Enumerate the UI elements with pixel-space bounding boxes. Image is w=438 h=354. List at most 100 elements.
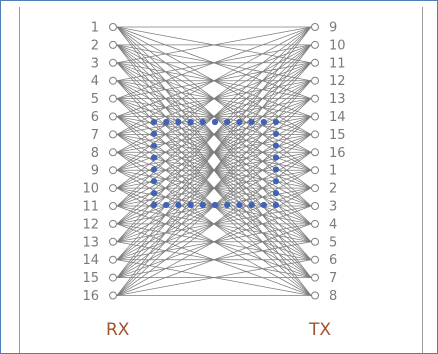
right-pin: 1 — [311, 164, 337, 179]
right-pin-label: 10 — [329, 38, 346, 53]
border-dot — [150, 154, 158, 161]
border-dot — [187, 201, 194, 209]
right-pin: 16 — [311, 146, 346, 161]
border-dot — [150, 190, 158, 197]
left-pin-label: 4 — [91, 74, 99, 89]
right-pin-label: 12 — [329, 74, 346, 89]
left-terminal-icon — [109, 291, 117, 300]
left-pin: 1 — [91, 21, 117, 36]
left-terminal-icon — [109, 255, 117, 264]
left-pin-label: 5 — [91, 92, 99, 107]
left-terminal-icon — [109, 94, 117, 103]
left-terminal-icon — [109, 76, 117, 85]
left-pin-label: 16 — [82, 289, 99, 304]
right-pin: 7 — [311, 271, 337, 286]
border-dot — [224, 201, 231, 209]
left-pin-label: 11 — [82, 200, 99, 215]
left-pin: 8 — [91, 146, 117, 161]
left-pin: 16 — [82, 289, 117, 304]
right-terminal-icon — [311, 237, 319, 246]
border-dot — [236, 201, 243, 209]
border-dot — [150, 130, 158, 137]
wire — [116, 26, 312, 64]
left-terminal-icon — [109, 237, 117, 246]
right-pin-label: 7 — [329, 271, 337, 286]
right-pin: 15 — [311, 128, 346, 143]
border-dot — [248, 201, 255, 209]
left-terminal-icon — [109, 202, 117, 210]
right-terminal-icon — [311, 202, 319, 210]
left-pin: 11 — [82, 200, 117, 215]
wire — [116, 26, 312, 171]
border-dot — [150, 118, 158, 126]
border-dot — [272, 130, 280, 137]
right-terminal-icon — [311, 273, 319, 282]
right-pin-label: 4 — [329, 217, 337, 232]
border-dot — [187, 118, 194, 126]
border-dot — [236, 118, 243, 126]
right-pin-label: 11 — [329, 56, 346, 71]
left-pin: 14 — [82, 253, 117, 268]
dot-border-group — [150, 118, 280, 209]
left-terminal-icon — [109, 130, 117, 139]
right-terminal-icon — [311, 94, 319, 103]
wire — [116, 26, 312, 99]
left-pin-label: 9 — [91, 164, 99, 179]
right-pin-label: 15 — [329, 128, 346, 143]
left-pin-label: 13 — [82, 235, 99, 250]
right-pin: 14 — [311, 110, 346, 125]
border-dot — [211, 118, 219, 126]
left-pin: 12 — [82, 217, 117, 232]
border-dot — [150, 201, 158, 209]
border-dot — [272, 178, 280, 185]
left-terminal-icon — [109, 273, 117, 282]
right-terminal-icon — [311, 112, 319, 121]
right-pin: 12 — [311, 74, 346, 89]
left-pin-label: 6 — [91, 110, 99, 125]
border-dot — [150, 166, 158, 173]
left-pin-label: 14 — [82, 253, 99, 268]
border-dot — [224, 118, 231, 126]
right-pin: 4 — [311, 217, 337, 232]
wire — [116, 223, 312, 296]
rx-label: RX — [106, 320, 130, 340]
border-dot — [272, 166, 280, 173]
border-dot — [272, 190, 280, 197]
right-terminal-icon — [311, 166, 319, 175]
border-dot — [211, 201, 219, 209]
wire — [116, 26, 312, 207]
left-pin-label: 3 — [91, 56, 99, 71]
wire — [116, 80, 312, 296]
right-terminal-icon — [311, 76, 319, 85]
left-terminal-icon — [109, 23, 117, 31]
left-terminal-icon — [109, 58, 117, 67]
border-dot — [175, 118, 182, 126]
right-pin-label: 14 — [329, 110, 346, 125]
left-pin-label: 7 — [91, 128, 99, 143]
wire — [116, 26, 312, 278]
left-pin: 6 — [91, 110, 117, 125]
right-terminal-icon — [311, 219, 319, 228]
left-pin-label: 1 — [91, 21, 99, 36]
left-pin: 7 — [91, 128, 117, 143]
right-pin-label: 8 — [329, 289, 337, 304]
right-pin: 11 — [311, 56, 346, 71]
right-pin: 9 — [311, 21, 337, 36]
right-pin-label: 3 — [329, 200, 337, 215]
left-pin-label: 10 — [82, 182, 99, 197]
right-pin-label: 13 — [329, 92, 346, 107]
right-pin-label: 9 — [329, 21, 337, 36]
right-terminal-icon — [311, 130, 319, 139]
border-dot — [272, 201, 280, 209]
right-pin: 2 — [311, 182, 337, 197]
tx-label: TX — [308, 320, 331, 340]
right-terminal-icon — [311, 255, 319, 264]
border-dot — [150, 178, 158, 185]
left-terminal-icon — [109, 112, 117, 121]
right-pin: 5 — [311, 235, 337, 250]
wire — [116, 259, 312, 296]
right-terminal-icon — [311, 148, 319, 157]
right-pin-label: 16 — [329, 146, 346, 161]
